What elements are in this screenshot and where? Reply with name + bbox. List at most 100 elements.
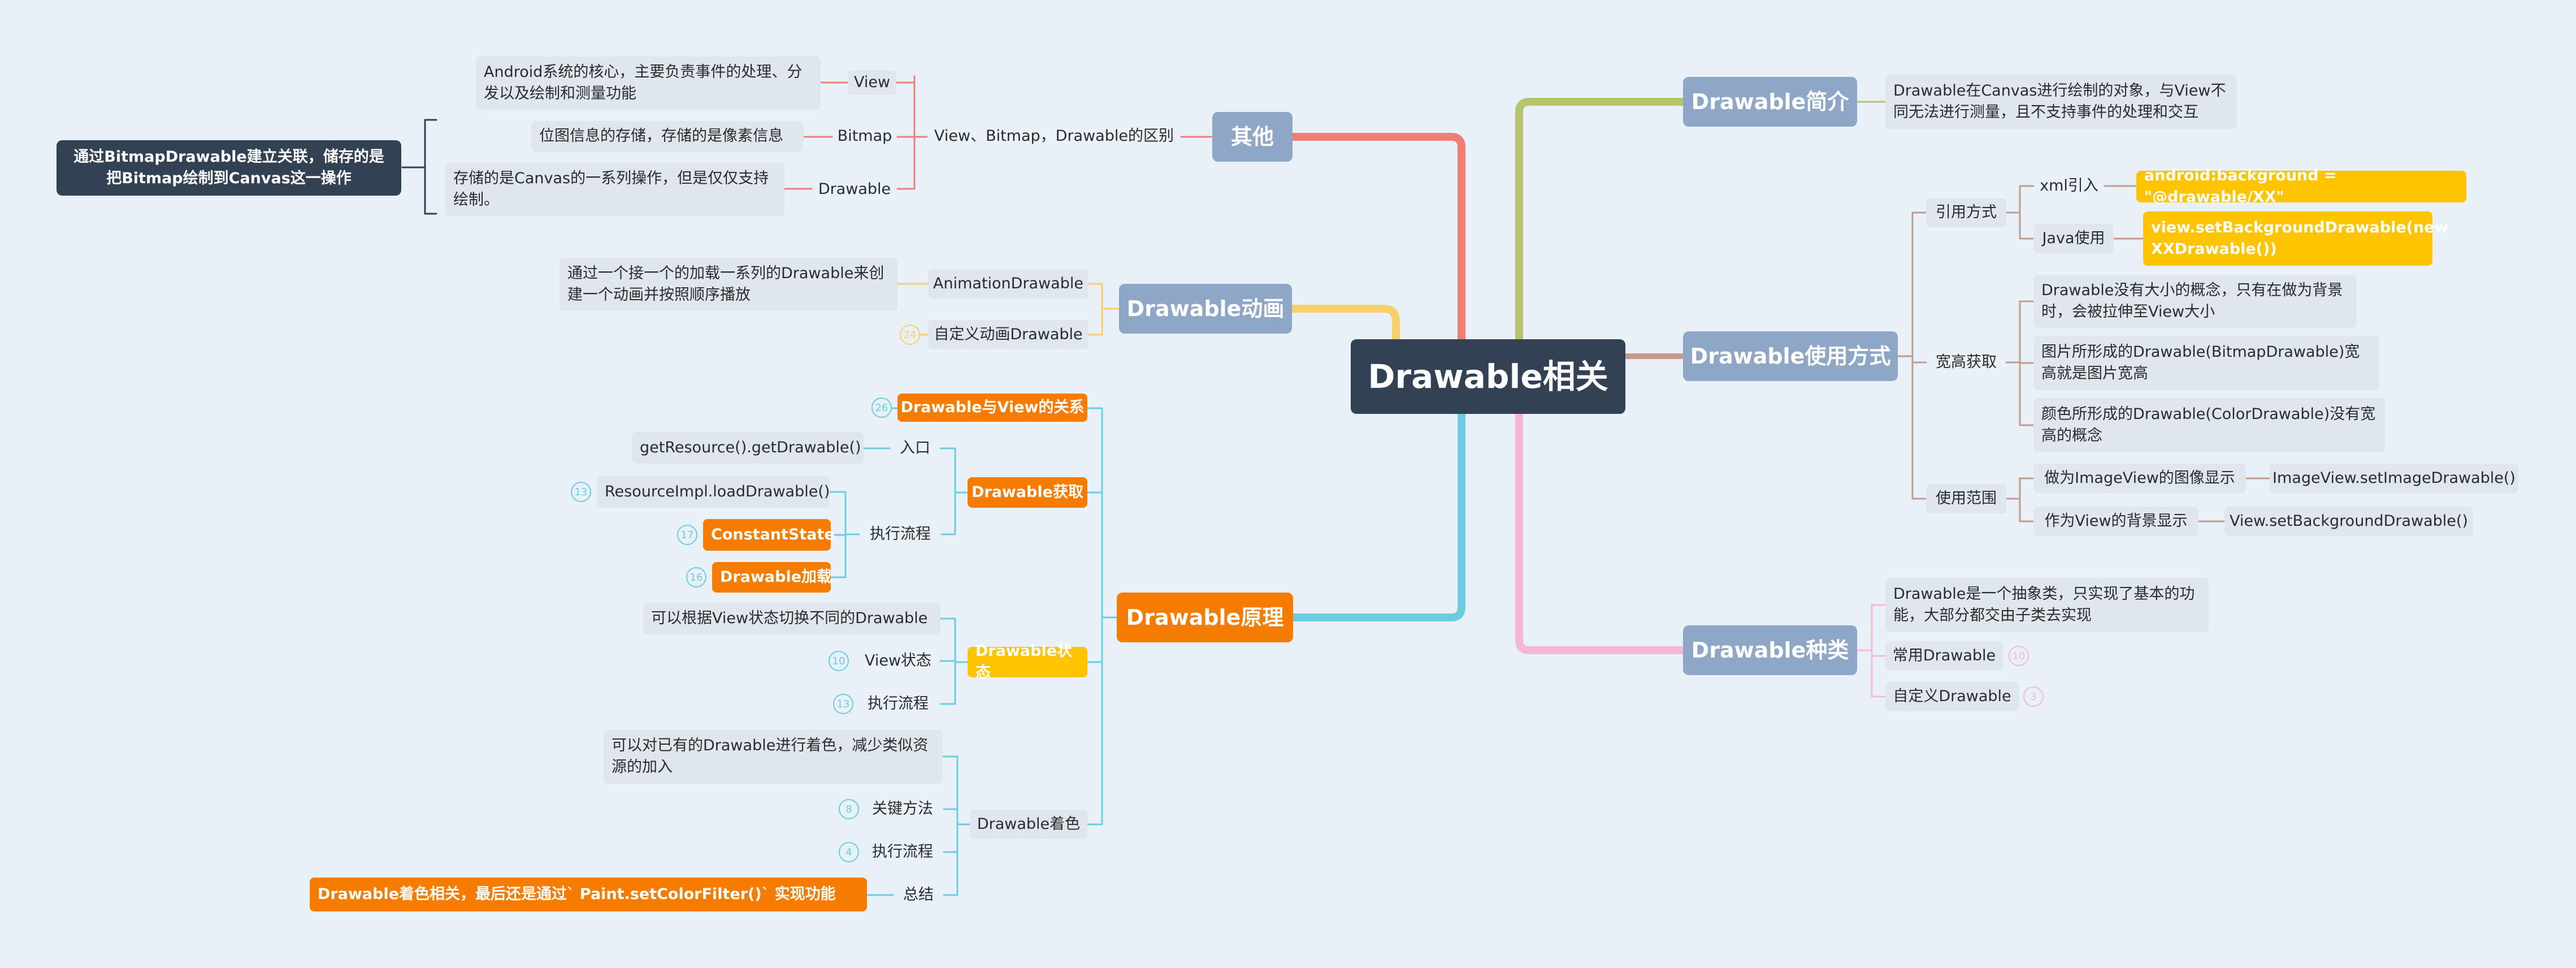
branch-animation-label: Drawable动画 (1126, 296, 1285, 321)
node-tint-desc[interactable]: 可以对已有的Drawable进行着色，减少类似资源的加入 (604, 729, 943, 784)
bracket-summary (424, 119, 437, 215)
count-badge[interactable]: 17 (677, 525, 697, 545)
node-custom-animation-drawable[interactable]: 自定义动画Drawable (928, 320, 1088, 349)
node-bitmap[interactable]: Bitmap (832, 124, 897, 148)
node-drawable-desc-text: 存储的是Canvas的一系列操作，但是仅仅支持绘制。 (453, 170, 769, 209)
node-java-code[interactable]: view.setBackgroundDrawable(new XXDrawabl… (2143, 211, 2448, 266)
node-background-api-text: View.setBackgroundDrawable() (2230, 512, 2468, 530)
count-badge[interactable]: 13 (571, 482, 591, 502)
node-size-get-label: 宽高获取 (1936, 353, 1997, 371)
count-badge[interactable]: 10 (2009, 646, 2029, 666)
node-common-drawable[interactable]: 常用Drawable (1885, 641, 2003, 671)
node-size-item-2[interactable]: 图片所形成的Drawable(BitmapDrawable)宽高就是图片宽高 (2033, 336, 2379, 390)
node-size-item-3[interactable]: 颜色所形成的Drawable(ColorDrawable)没有宽高的概念 (2033, 398, 2385, 452)
node-xml-code[interactable]: android:background = "@drawable/XX" (2136, 167, 2466, 206)
node-usage-scope[interactable]: 使用范围 (1926, 484, 2006, 513)
node-size-item-1[interactable]: Drawable没有大小的概念，只有在做为背景时，会被拉伸至View大小 (2033, 275, 2357, 328)
node-summary[interactable]: 总结 (893, 883, 944, 907)
node-custom-animation-drawable-label: 自定义动画Drawable (934, 326, 1083, 343)
count-badge[interactable]: 3 (2023, 686, 2044, 707)
node-entry-desc[interactable]: getResource().getDrawable() (632, 432, 864, 464)
node-kinds-desc[interactable]: Drawable是一个抽象类，只实现了基本的功能，大部分都交由子类去实现 (1885, 578, 2209, 632)
node-tint-flow[interactable]: 执行流程 (861, 840, 944, 864)
node-size-get[interactable]: 宽高获取 (1926, 351, 2006, 374)
node-java-usage[interactable]: Java使用 (2033, 224, 2114, 253)
count-badge[interactable]: 10 (829, 651, 849, 671)
node-intro-desc[interactable]: Drawable在Canvas进行绘制的对象，与View不同无法进行测量，且不支… (1885, 75, 2237, 129)
node-reference-method[interactable]: 引用方式 (1926, 198, 2006, 227)
node-view-background-label: 作为View的背景显示 (2044, 512, 2188, 530)
node-imageview-display[interactable]: 做为ImageView的图像显示 (2033, 464, 2246, 493)
node-view[interactable]: View (848, 70, 896, 95)
count-badge[interactable]: 26 (871, 397, 892, 418)
root-topic[interactable]: Drawable相关 (1351, 339, 1625, 414)
node-reference-method-label: 引用方式 (1936, 204, 1997, 221)
node-drawable[interactable]: Drawable (812, 178, 897, 201)
root-topic-label: Drawable相关 (1368, 357, 1608, 396)
branch-usage[interactable]: Drawable使用方式 (1683, 331, 1898, 381)
node-view-state[interactable]: View状态 (856, 649, 940, 673)
node-entry-desc-text: getResource().getDrawable() (640, 439, 861, 456)
node-entry-label: 入口 (900, 439, 930, 457)
node-custom-drawable[interactable]: 自定义Drawable (1885, 682, 2019, 711)
node-constantstate[interactable]: ConstantState (703, 519, 835, 551)
node-java-code-text: view.setBackgroundDrawable(new XXDrawabl… (2151, 219, 2449, 258)
node-view-desc[interactable]: Android系统的核心，主要负责事件的处理、分发以及绘制和测量功能 (476, 57, 821, 110)
count-badge[interactable]: 13 (833, 694, 853, 714)
node-view-bitmap-drawable-diff[interactable]: View、Bitmap，Drawable的区别 (927, 124, 1181, 148)
node-state-flow-label: 执行流程 (868, 695, 929, 712)
count-badge-label: 3 (2030, 690, 2037, 703)
branch-principle[interactable]: Drawable原理 (1117, 593, 1293, 642)
node-background-api[interactable]: View.setBackgroundDrawable() (2224, 507, 2473, 536)
node-drawable-get-label: Drawable获取 (971, 483, 1083, 501)
node-tint-flow-label: 执行流程 (872, 843, 933, 861)
node-drawable-tint-label: Drawable着色 (977, 815, 1081, 833)
node-constantstate-label: ConstantState (711, 526, 835, 543)
node-tint-summary[interactable]: Drawable着色相关，最后还是通过` Paint.setColorFilte… (310, 878, 867, 911)
branch-kinds[interactable]: Drawable种类 (1683, 625, 1857, 675)
node-drawable-desc[interactable]: 存储的是Canvas的一系列操作，但是仅仅支持绘制。 (445, 163, 784, 216)
node-drawable-load[interactable]: Drawable加载 (712, 562, 832, 593)
node-drawable-state-label: Drawable状态 (975, 642, 1073, 681)
branch-principle-label: Drawable原理 (1126, 605, 1284, 630)
node-animationdrawable[interactable]: AnimationDrawable (928, 269, 1088, 299)
count-badge[interactable]: 24 (900, 325, 920, 345)
trunk-kinds (1515, 410, 1687, 654)
node-state-desc[interactable]: 可以根据View状态切换不同的Drawable (643, 603, 940, 634)
branch-intro[interactable]: Drawable简介 (1683, 77, 1857, 127)
node-get-flow[interactable]: 执行流程 (859, 522, 942, 546)
node-bitmap-desc[interactable]: 位图信息的存储，存储的是像素信息 (531, 121, 804, 152)
node-imageview-api[interactable]: ImageView.setImageDrawable() (2270, 464, 2518, 493)
node-view-background[interactable]: 作为View的背景显示 (2033, 507, 2198, 536)
node-key-method[interactable]: 关键方法 (861, 797, 944, 821)
node-entry[interactable]: 入口 (890, 437, 940, 460)
summary-bitmapdrawable[interactable]: 通过BitmapDrawable建立关联，储存的是 把Bitmap绘制到Canv… (57, 140, 401, 196)
node-resourceimpl[interactable]: ResourceImpl.loadDrawable() (597, 476, 830, 508)
node-drawable-state[interactable]: Drawable状态 (968, 642, 1087, 681)
branch-other-label: 其他 (1230, 124, 1274, 149)
branch-other[interactable]: 其他 (1212, 112, 1293, 162)
count-badge[interactable]: 16 (686, 567, 706, 587)
node-animationdrawable-desc[interactable]: 通过一个接一个的加载一系列的Drawable来创建一个动画并按照顺序播放 (560, 258, 897, 311)
node-key-method-label: 关键方法 (872, 800, 933, 818)
node-xml-import[interactable]: xml引入 (2033, 174, 2105, 198)
count-badge[interactable]: 4 (839, 842, 859, 862)
trunk-animation (1288, 305, 1400, 343)
node-summary-label: 总结 (903, 886, 934, 904)
node-drawable-view-relation[interactable]: Drawable与View的关系 (897, 394, 1087, 422)
node-drawable-tint[interactable]: Drawable着色 (970, 810, 1087, 839)
summary-bitmapdrawable-text: 通过BitmapDrawable建立关联，储存的是 把Bitmap绘制到Canv… (73, 148, 384, 187)
node-state-flow[interactable]: 执行流程 (856, 692, 940, 716)
node-drawable-get[interactable]: Drawable获取 (968, 477, 1087, 508)
node-view-state-label: View状态 (864, 652, 932, 669)
node-animationdrawable-label: AnimationDrawable (933, 275, 1083, 292)
node-animationdrawable-desc-text: 通过一个接一个的加载一系列的Drawable来创建一个动画并按照顺序播放 (567, 265, 884, 304)
count-badge[interactable]: 8 (839, 799, 859, 819)
count-badge-label: 13 (574, 486, 588, 498)
count-badge-label: 4 (845, 846, 852, 858)
node-view-bitmap-drawable-diff-label: View、Bitmap，Drawable的区别 (934, 127, 1174, 145)
node-xml-code-text: android:background = "@drawable/XX" (2144, 167, 2337, 206)
branch-animation[interactable]: Drawable动画 (1119, 284, 1292, 334)
